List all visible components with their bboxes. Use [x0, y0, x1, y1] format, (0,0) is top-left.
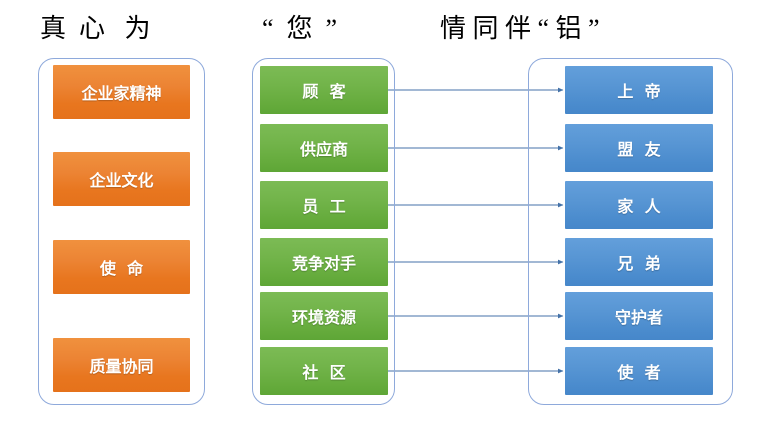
page-title: 真 心 为 “ 您 ” 情 同 伴 “ 铝 ” — [0, 6, 770, 46]
node-orange-3[interactable]: 使 命 — [53, 240, 190, 294]
node-label: 家 人 — [617, 197, 661, 216]
node-blue-3[interactable]: 家 人 — [565, 181, 713, 229]
node-label: 兄 弟 — [617, 254, 661, 273]
node-label: 守护者 — [614, 308, 663, 327]
node-green-2[interactable]: 供应商 — [260, 124, 388, 172]
node-blue-5[interactable]: 守护者 — [565, 292, 713, 340]
node-label: 企业家精神 — [81, 84, 162, 103]
node-label: 环境资源 — [291, 308, 356, 327]
node-label: 盟 友 — [617, 140, 661, 159]
node-label: 企业文化 — [89, 171, 154, 190]
stakeholders-panel-outline — [252, 58, 395, 405]
node-orange-4[interactable]: 质量协同 — [53, 338, 190, 392]
node-blue-4[interactable]: 兄 弟 — [565, 238, 713, 286]
title-segment-2: “ 您 ” — [262, 14, 338, 43]
node-label: 供应商 — [299, 140, 348, 159]
node-label: 质量协同 — [89, 357, 154, 376]
node-green-5[interactable]: 环境资源 — [260, 292, 388, 340]
node-green-4[interactable]: 竞争对手 — [260, 238, 388, 286]
relationships-panel-outline — [528, 58, 733, 405]
node-green-6[interactable]: 社 区 — [260, 347, 388, 395]
node-blue-1[interactable]: 上 帝 — [565, 66, 713, 114]
node-label: 员 工 — [302, 197, 346, 216]
node-blue-2[interactable]: 盟 友 — [565, 124, 713, 172]
node-orange-1[interactable]: 企业家精神 — [53, 65, 190, 119]
title-segment-3: 情 同 伴 “ 铝 ” — [440, 14, 600, 43]
node-label: 上 帝 — [617, 82, 661, 101]
node-green-3[interactable]: 员 工 — [260, 181, 388, 229]
node-label: 使 者 — [617, 363, 661, 382]
values-panel-outline — [38, 58, 205, 405]
node-orange-2[interactable]: 企业文化 — [53, 152, 190, 206]
node-label: 顾 客 — [302, 82, 346, 101]
node-label: 使 命 — [99, 259, 144, 278]
title-segment-1: 真 心 为 — [40, 14, 151, 43]
node-green-1[interactable]: 顾 客 — [260, 66, 388, 114]
node-label: 社 区 — [302, 363, 346, 382]
node-blue-6[interactable]: 使 者 — [565, 347, 713, 395]
node-label: 竞争对手 — [291, 254, 356, 273]
